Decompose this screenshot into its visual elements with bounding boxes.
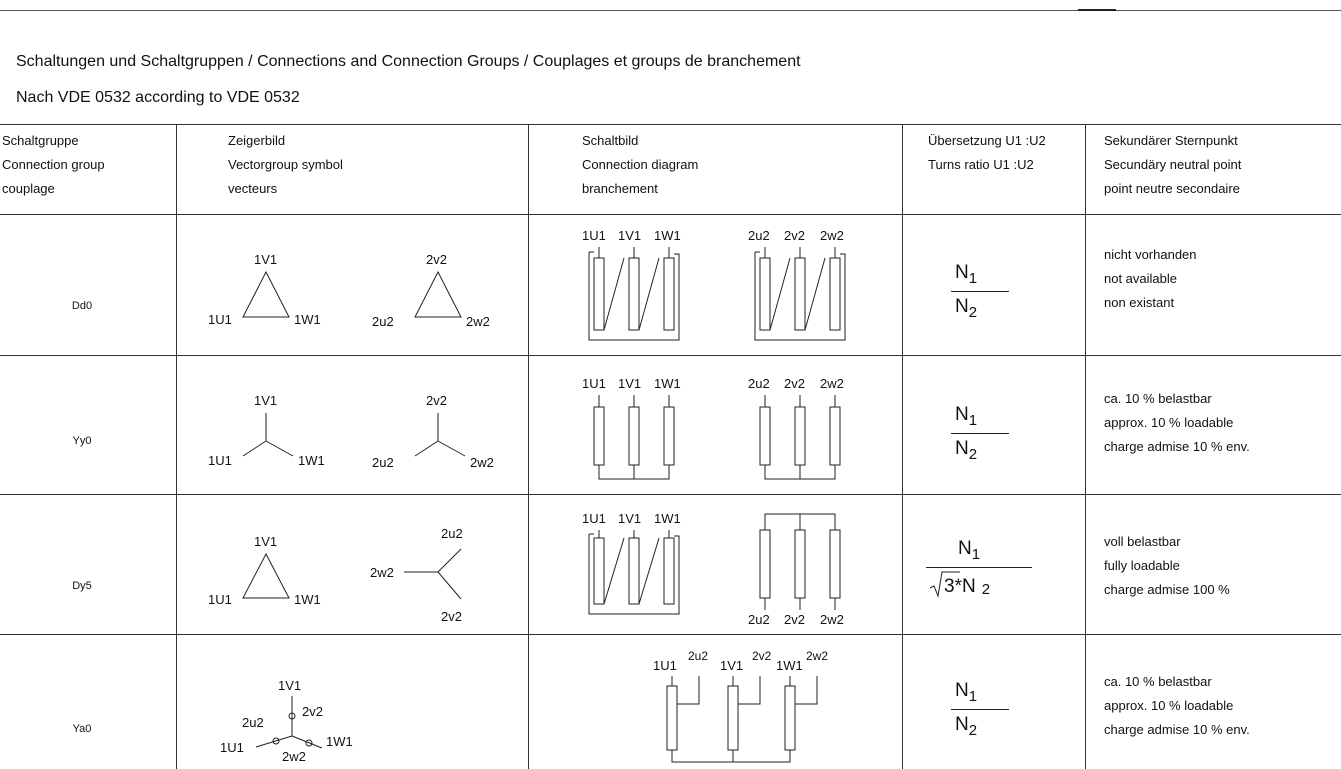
top-rule <box>0 10 1341 11</box>
vector-symbol-ya0: 1V1 2v2 2u2 1U1 1W1 2w2 <box>220 678 353 764</box>
terminal-label-1v1: 1V1 <box>254 252 277 267</box>
winding-coil <box>593 257 605 331</box>
fraction-bar <box>951 708 1009 710</box>
svg-text:1V1: 1V1 <box>720 658 743 673</box>
svg-text:1W1: 1W1 <box>326 734 353 749</box>
svg-text:2u2: 2u2 <box>748 376 770 391</box>
terminal-label-1u1: 1U1 <box>208 312 232 327</box>
connection-diagram-dy5: 1U1 1V1 1W1 2u2 2v2 2w2 <box>582 511 844 627</box>
svg-text:2v2: 2v2 <box>784 376 805 391</box>
svg-text:1U1: 1U1 <box>653 658 677 673</box>
row-group-dy5: Dy5 <box>72 580 92 592</box>
connection-diagram-yy0: 1U1 1V1 1W1 2u2 2v2 2w2 <box>582 376 844 480</box>
vector-symbol-yy0: 1V1 1U1 1W1 2v2 2u2 2w2 <box>208 393 494 470</box>
winding-coil <box>663 257 675 331</box>
terminal-label-1w1: 1W1 <box>294 312 321 327</box>
connection-diagram-ya0: 1U1 2u2 1V1 2v2 1W1 2w2 <box>653 649 828 763</box>
svg-text:1W1: 1W1 <box>776 658 803 673</box>
svg-text:2v2: 2v2 <box>784 228 805 243</box>
svg-text:2w2: 2w2 <box>820 376 844 391</box>
svg-text:1V1: 1V1 <box>618 228 641 243</box>
ratio-yy0: N1 N2 <box>951 404 1009 463</box>
vector-symbol-dd0: 1V1 1U1 1W1 2v2 2u2 2w2 <box>208 252 490 329</box>
svg-text:1U1: 1U1 <box>220 740 244 755</box>
svg-text:1W1: 1W1 <box>298 453 325 468</box>
fraction-bar <box>951 432 1009 434</box>
svg-text:2v2: 2v2 <box>752 649 772 663</box>
svg-text:1V1: 1V1 <box>254 534 277 549</box>
top-rule-mark <box>1078 9 1116 11</box>
svg-text:1V1: 1V1 <box>618 376 641 391</box>
svg-text:2w2: 2w2 <box>370 565 394 580</box>
svg-text:1V1: 1V1 <box>618 511 641 526</box>
svg-text:1U1: 1U1 <box>208 453 232 468</box>
svg-text:2v2: 2v2 <box>784 612 805 627</box>
svg-text:2v2: 2v2 <box>426 393 447 408</box>
ratio-denominator: N2 <box>955 295 978 321</box>
svg-text:1U1: 1U1 <box>582 228 606 243</box>
svg-text:1W1: 1W1 <box>654 511 681 526</box>
svg-text:2w2: 2w2 <box>820 228 844 243</box>
row-group-dd0: Dd0 <box>71 300 93 312</box>
fraction-bar <box>951 290 1009 292</box>
svg-text:2u2: 2u2 <box>441 526 463 541</box>
ratio-ya0: N1 N2 <box>951 680 1009 739</box>
sqrt-icon <box>929 571 960 598</box>
fraction-bar <box>926 566 1032 568</box>
tap-marker <box>288 712 296 720</box>
svg-text:1W1: 1W1 <box>294 592 321 607</box>
svg-text:2u2: 2u2 <box>688 649 708 663</box>
ratio-dd0: N1 N2 <box>951 262 1009 321</box>
svg-text:2u2: 2u2 <box>372 455 394 470</box>
page-title: Schaltungen und Schaltgruppen / Connecti… <box>16 53 801 70</box>
row-group-ya0: Ya0 <box>72 723 92 735</box>
page-subtitle: Nach VDE 0532 according to VDE 0532 <box>16 89 300 106</box>
svg-text:2u2: 2u2 <box>748 228 770 243</box>
svg-text:2w2: 2w2 <box>806 649 828 663</box>
svg-text:1W1: 1W1 <box>654 376 681 391</box>
terminal-label-2v2: 2v2 <box>426 252 447 267</box>
svg-text:2w2: 2w2 <box>820 612 844 627</box>
winding-coil <box>628 257 640 331</box>
svg-text:1U1: 1U1 <box>582 511 606 526</box>
svg-text:2v2: 2v2 <box>302 704 323 719</box>
connection-diagram-dd0: 1U1 1V1 1W1 2u2 2v2 2w2 <box>582 228 846 341</box>
delta-triangle-secondary <box>414 270 462 318</box>
svg-text:1U1: 1U1 <box>208 592 232 607</box>
svg-text:2w2: 2w2 <box>282 749 306 764</box>
svg-text:2u2: 2u2 <box>748 612 770 627</box>
svg-text:1V1: 1V1 <box>254 393 277 408</box>
ratio-numerator: N1 <box>955 262 978 287</box>
svg-text:1V1: 1V1 <box>278 678 301 693</box>
svg-text:1U1: 1U1 <box>582 376 606 391</box>
vector-symbol-dy5: 1V1 1U1 1W1 2u2 2w2 2v2 <box>208 526 463 624</box>
delta-triangle-primary <box>242 270 290 318</box>
svg-text:2v2: 2v2 <box>441 609 462 624</box>
terminal-label-2u2: 2u2 <box>372 314 394 329</box>
svg-text:2w2: 2w2 <box>470 455 494 470</box>
svg-text:2u2: 2u2 <box>242 715 264 730</box>
svg-text:1W1: 1W1 <box>654 228 681 243</box>
row-group-yy0: Yy0 <box>72 435 92 447</box>
terminal-label-2w2: 2w2 <box>466 314 490 329</box>
